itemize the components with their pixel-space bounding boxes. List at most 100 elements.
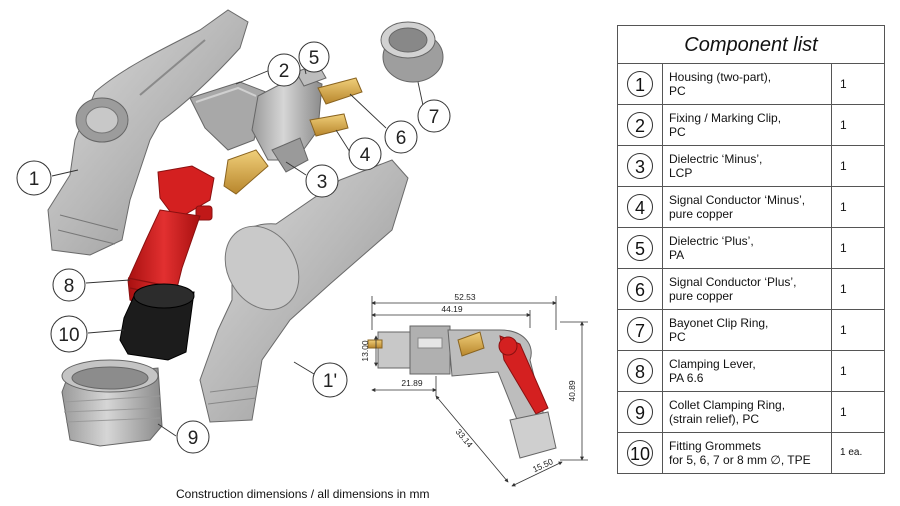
component-number: 8	[627, 358, 653, 384]
housing-half-part	[47, 9, 249, 256]
component-number: 3	[627, 153, 653, 179]
component-name: Housing (two-part),	[669, 70, 772, 84]
component-name: Signal Conductor ‘Plus’,	[669, 275, 797, 289]
component-number-cell: 7	[617, 309, 663, 351]
component-number-cell: 2	[617, 104, 663, 146]
component-quantity: 1	[831, 186, 885, 228]
component-description: Signal Conductor ‘Minus’,pure copper	[662, 186, 832, 228]
component-number: 7	[627, 317, 653, 343]
component-material: PC	[669, 84, 686, 98]
svg-text:8: 8	[64, 276, 75, 297]
component-number: 5	[627, 235, 653, 261]
component-quantity: 1	[831, 391, 885, 433]
component-quantity: 1	[831, 63, 885, 105]
component-description: Housing (two-part),PC	[662, 63, 832, 105]
component-number: 9	[627, 399, 653, 425]
component-number-cell: 1	[617, 63, 663, 105]
dimensions-caption: Construction dimensions / all dimensions…	[176, 487, 430, 501]
dim-overall-length: 52.53	[454, 292, 476, 302]
component-quantity: 1 ea.	[831, 432, 885, 474]
svg-text:10: 10	[58, 325, 79, 346]
component-description: Bayonet Clip Ring,PC	[662, 309, 832, 351]
component-description: Signal Conductor ‘Plus’,pure copper	[662, 268, 832, 310]
component-material: (strain relief), PC	[669, 412, 760, 426]
component-name: Fitting Grommets	[669, 439, 762, 453]
callout-1-prime: 1'	[312, 362, 348, 398]
clamping-lever-part	[127, 165, 215, 309]
svg-text:9: 9	[188, 428, 199, 449]
component-material: PA 6.6	[669, 371, 704, 385]
component-list-title: Component list	[617, 25, 885, 64]
component-number-cell: 10	[617, 432, 663, 474]
component-material: pure copper	[669, 207, 734, 221]
callout-2: 2	[267, 53, 301, 87]
dim-pin-offset: 21.89	[401, 378, 423, 388]
component-number: 4	[627, 194, 653, 220]
component-material: pure copper	[669, 289, 734, 303]
component-number-cell: 3	[617, 145, 663, 187]
svg-text:4: 4	[360, 145, 371, 166]
component-material: PC	[669, 125, 686, 139]
component-material: PC	[669, 330, 686, 344]
component-description: Fixing / Marking Clip,PC	[662, 104, 832, 146]
component-quantity: 1	[831, 309, 885, 351]
component-quantity: 1	[831, 350, 885, 392]
component-row: 9 Collet Clamping Ring,(strain relief), P…	[617, 391, 885, 433]
dim-overall-height: 40.89	[567, 380, 577, 402]
dielectric-parts	[251, 63, 327, 173]
component-quantity: 1	[831, 227, 885, 269]
grommet-part	[119, 283, 195, 361]
component-name: Fixing / Marking Clip,	[669, 111, 782, 125]
callout-6: 6	[384, 120, 418, 154]
component-name: Signal Conductor ‘Minus’,	[669, 193, 806, 207]
component-name: Collet Clamping Ring,	[669, 398, 786, 412]
component-name: Dielectric ‘Plus’,	[669, 234, 754, 248]
component-name: Bayonet Clip Ring,	[669, 316, 769, 330]
component-description: Collet Clamping Ring,(strain relief), PC	[662, 391, 832, 433]
callout-3: 3	[305, 164, 339, 198]
component-description: Dielectric ‘Minus’,LCP	[662, 145, 832, 187]
component-number: 2	[627, 112, 653, 138]
assembled-connector	[367, 325, 557, 459]
component-number-cell: 4	[617, 186, 663, 228]
component-number-cell: 6	[617, 268, 663, 310]
callout-7: 7	[417, 99, 451, 133]
component-number-cell: 5	[617, 227, 663, 269]
callout-1: 1	[16, 160, 52, 196]
callout-9: 9	[176, 420, 210, 454]
svg-text:6: 6	[396, 128, 407, 149]
svg-text:2: 2	[279, 61, 290, 82]
dimension-drawing: 52.53 44.19 13.00 21.89 40.89 33.14 15.5…	[360, 292, 588, 487]
component-material: PA	[669, 248, 685, 262]
component-description: Dielectric ‘Plus’,PA	[662, 227, 832, 269]
svg-text:5: 5	[309, 48, 320, 69]
callout-5: 5	[298, 41, 330, 73]
component-number: 6	[627, 276, 653, 302]
housing-half-prime-part	[199, 159, 409, 423]
component-description: Clamping Lever,PA 6.6	[662, 350, 832, 392]
dim-body-length: 44.19	[441, 304, 463, 314]
svg-text:1': 1'	[323, 371, 337, 392]
svg-text:1: 1	[29, 169, 40, 190]
component-number: 1	[627, 71, 653, 97]
component-quantity: 1	[831, 268, 885, 310]
component-name: Clamping Lever,	[669, 357, 756, 371]
bayonet-ring-part	[380, 21, 444, 83]
component-number: 10	[627, 440, 653, 466]
component-name: Dielectric ‘Minus’,	[669, 152, 763, 166]
component-quantity: 1	[831, 104, 885, 146]
component-material: LCP	[669, 166, 693, 180]
collet-ring-part	[61, 359, 163, 447]
component-number-cell: 9	[617, 391, 663, 433]
